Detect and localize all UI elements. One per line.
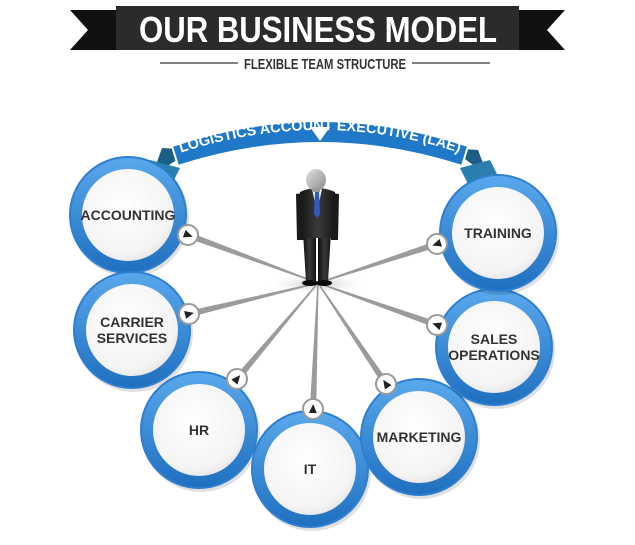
node-inner (82, 169, 174, 261)
node-label-hr-0: HR (189, 422, 209, 438)
node-it: IT (251, 410, 371, 531)
spoke-sales-operations (317, 282, 439, 329)
arrow-it-icon (302, 398, 324, 420)
arrow-marketing-icon (375, 373, 397, 395)
node-label-training-0: TRAINING (464, 225, 532, 241)
node-label-accounting-0: ACCOUNTING (81, 207, 176, 223)
ribbon-right-tail (517, 10, 565, 50)
arrow-accounting-icon (177, 224, 199, 246)
spoke-training (317, 240, 438, 284)
ribbon-left-tail (70, 10, 118, 50)
spoke-carrier-services (188, 282, 319, 318)
subtitle-row: FLEXIBLE TEAM STRUCTURE (160, 56, 490, 73)
title-bar (116, 6, 519, 50)
node-accounting: ACCOUNTING (69, 156, 189, 277)
spoke-hr (234, 282, 319, 382)
arrow-sales-operations-icon (426, 314, 448, 336)
node-label-it-0: IT (304, 461, 317, 477)
page-title: OUR BUSINESS MODEL (139, 9, 497, 50)
arrow-hr-icon (226, 368, 248, 390)
spoke-accounting (186, 231, 319, 284)
node-inner (264, 423, 356, 515)
node-label-carrier-services-0: CARRIER (100, 314, 164, 330)
spoke-marketing (317, 282, 389, 386)
node-label-marketing-0: MARKETING (377, 429, 462, 445)
businessman-icon (296, 169, 339, 286)
node-inner (153, 384, 245, 476)
arrow-training-icon (426, 233, 448, 255)
banner-band (170, 120, 470, 168)
node-hr: HR (140, 371, 260, 492)
node-inner (448, 301, 540, 393)
node-label-carrier-services-1: SERVICES (97, 330, 168, 346)
node-marketing: MARKETING (360, 378, 480, 499)
node-inner (86, 284, 178, 376)
node-inner (452, 187, 544, 279)
arrow-carrier-services-icon (178, 303, 200, 325)
page-subtitle: FLEXIBLE TEAM STRUCTURE (244, 56, 406, 73)
spoke-it (309, 282, 319, 410)
spokes-layer (186, 231, 439, 410)
node-training: TRAINING (439, 174, 559, 295)
node-label-sales-operations-1: OPERATIONS (448, 347, 540, 363)
title-ribbon: OUR BUSINESS MODEL (70, 6, 565, 50)
node-label-sales-operations-0: SALES (471, 331, 518, 347)
chevron-down-icon (310, 127, 330, 141)
node-inner (373, 391, 465, 483)
